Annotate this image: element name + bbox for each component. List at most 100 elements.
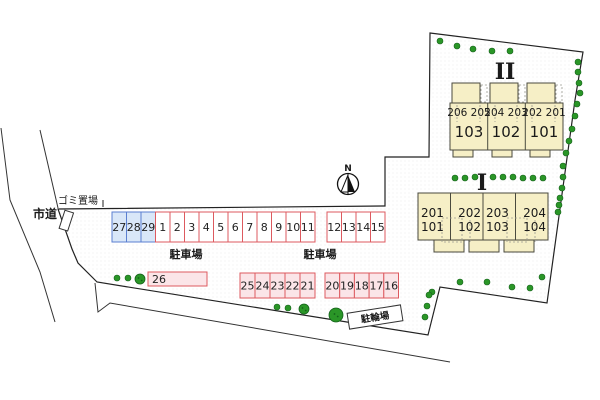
- b2-unit1-main: 103: [455, 123, 484, 141]
- parking-lot-label-1: 駐車場: [170, 247, 203, 261]
- parking-space-box: [370, 211, 386, 243]
- city-road-label: 市道: [33, 206, 57, 221]
- b2-unit2-upper: 204 203: [484, 107, 527, 119]
- vegetation: [113, 37, 584, 323]
- shrub-dot: [451, 174, 459, 182]
- parking-space-number: 25: [241, 280, 255, 293]
- building-2: [449, 82, 564, 158]
- b1-unit3-lower: 103: [486, 220, 509, 234]
- north-label: N: [344, 164, 352, 174]
- parking-space-number: 11: [301, 221, 315, 234]
- tree-texture-dot: [137, 277, 140, 279]
- b1-unit2-upper: 202: [458, 206, 481, 220]
- building-2-dashed-details: [456, 84, 563, 122]
- tree: [134, 273, 146, 285]
- shrub-dot: [568, 125, 576, 133]
- shrub-dot: [559, 162, 567, 170]
- shrub-dot: [555, 201, 563, 209]
- parking-space-number: 2: [174, 221, 181, 234]
- parking-space-number: 1: [159, 221, 166, 234]
- tree-texture-dot: [304, 309, 307, 312]
- parking-lot-label-2: 駐車場: [304, 247, 337, 261]
- shrub-dot: [559, 173, 567, 181]
- building-1-porch-1: [433, 239, 465, 253]
- shrub-dot: [574, 58, 582, 66]
- building-2-label: II: [495, 59, 516, 85]
- shrub-dot: [273, 303, 281, 311]
- shrub-dot: [574, 68, 582, 76]
- shrub-dot: [556, 194, 564, 202]
- city-road-right-edge: [39, 129, 59, 209]
- building-1-porch-2: [468, 239, 500, 253]
- shrub-dot: [124, 274, 132, 282]
- south-road-edge: [94, 282, 451, 363]
- tree-texture-dot: [301, 307, 304, 309]
- bicycle-parking: 駐輪場: [346, 304, 404, 330]
- b1-unit4-upper: 204: [523, 206, 546, 220]
- parking-space-number: 10: [286, 221, 300, 234]
- parking-space-number: 22: [286, 280, 300, 293]
- shrub-dot: [539, 174, 547, 182]
- parking-space-number: 21: [301, 280, 315, 293]
- tree-texture-dot: [333, 313, 336, 315]
- parking-space-box: [383, 272, 399, 299]
- shrub-dot: [471, 173, 479, 181]
- shrub-dot: [499, 173, 507, 181]
- parking-space-number: 20: [325, 280, 339, 293]
- shrub-dot: [565, 137, 573, 145]
- shrub-dot: [488, 47, 496, 55]
- shrub-dot: [526, 284, 534, 292]
- b2-unit3-upper: 202 201: [522, 107, 565, 119]
- shrub-dot: [436, 37, 444, 45]
- shrub-dot: [421, 313, 429, 321]
- shrub-dot: [538, 273, 546, 281]
- parking-space-number: 8: [261, 221, 268, 234]
- building-2-porch-3: [529, 149, 551, 158]
- parking-space-number: 19: [340, 280, 354, 293]
- b2-unit1-upper: 206 205: [447, 107, 490, 119]
- parking-space-number: 24: [256, 280, 270, 293]
- shrub-dot: [113, 274, 121, 282]
- parking-space-blue-number: 28: [127, 221, 141, 234]
- parking-space-26-box: [147, 271, 208, 287]
- shrub-dot: [573, 100, 581, 108]
- shrub-dot: [423, 302, 431, 310]
- b1-unit1-upper: 201: [421, 206, 444, 220]
- parking-space-number: 12: [327, 221, 341, 234]
- parking-space-number: 7: [246, 221, 253, 234]
- parking-space-number: 4: [203, 221, 210, 234]
- b1-unit2-lower: 102: [458, 220, 481, 234]
- shrub-dot: [469, 45, 477, 53]
- b2-unit3-main: 101: [530, 123, 559, 141]
- roads: [0, 127, 451, 363]
- parking-space-number: 3: [188, 221, 195, 234]
- building-2-porch-2: [491, 149, 513, 158]
- shrub-dot: [506, 47, 514, 55]
- b2-unit2-main: 102: [492, 123, 521, 141]
- shrub-dot: [562, 149, 570, 157]
- shrub-dot: [483, 278, 491, 286]
- shrub-dot: [529, 174, 537, 182]
- building-2-stair-3: [526, 82, 556, 104]
- parking-space-number: 5: [217, 221, 224, 234]
- parking-space-box: [299, 272, 316, 299]
- shrub-dot: [575, 79, 583, 87]
- shrub-dot: [576, 89, 584, 97]
- shrub-dot: [571, 112, 579, 120]
- shrub-dot: [554, 208, 562, 216]
- parking-space-number: 16: [384, 280, 398, 293]
- shrub-dot: [456, 278, 464, 286]
- building-1-label: I: [477, 170, 487, 196]
- parking-space-number: 23: [271, 280, 285, 293]
- parking-space-number: 9: [275, 221, 282, 234]
- tree-texture-dot: [140, 279, 143, 282]
- parking-space-number: 6: [232, 221, 239, 234]
- parking-space-number: 15: [371, 221, 385, 234]
- shrub-dot: [453, 42, 461, 50]
- parking-space-26-number: 26: [152, 273, 166, 286]
- parking-space-blue-number: 29: [141, 221, 155, 234]
- shrub-dot: [508, 283, 516, 291]
